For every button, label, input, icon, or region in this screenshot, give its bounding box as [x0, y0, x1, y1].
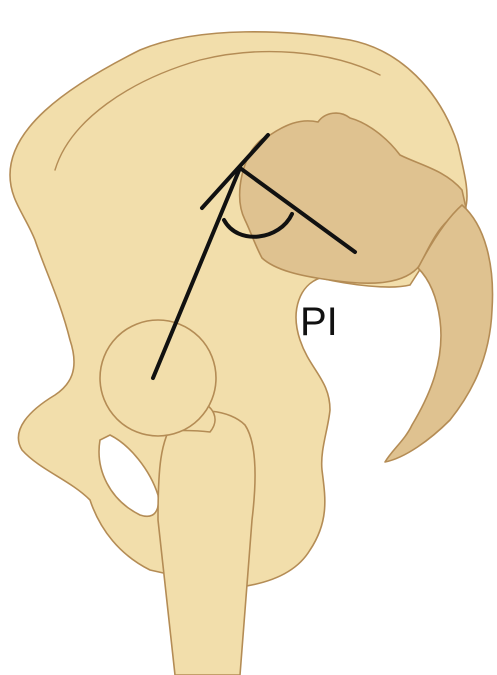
pelvic-incidence-label: PI: [300, 300, 338, 344]
femoral-head: [100, 320, 216, 436]
femur-shaft: [158, 411, 255, 675]
